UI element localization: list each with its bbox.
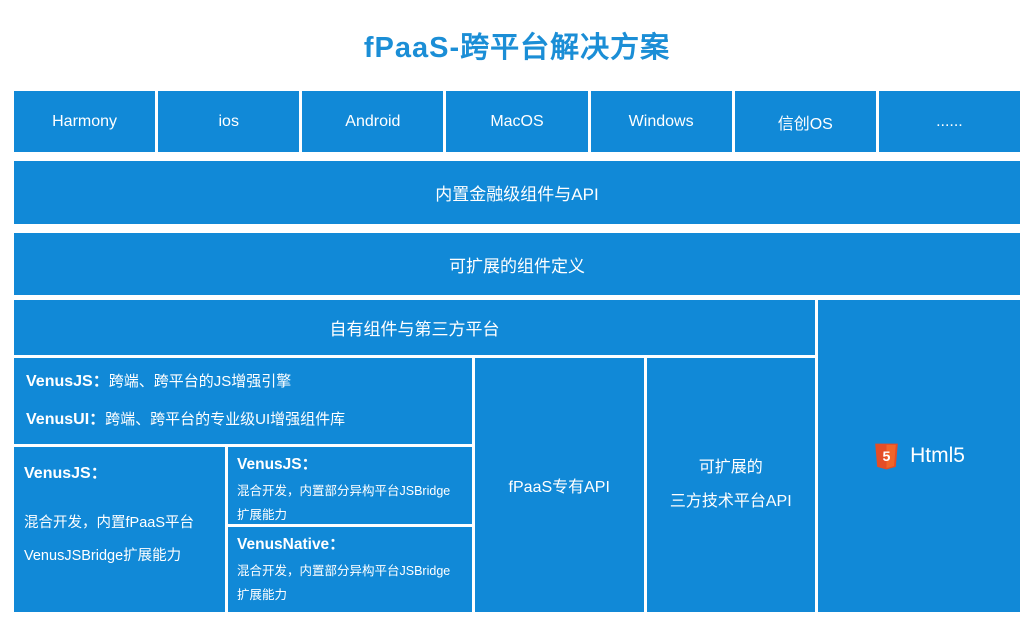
platform-row: Harmony ios Android MacOS Windows 信创OS .… <box>14 91 1020 152</box>
venus-engine-box: VenusJS：跨端、跨平台的JS增强引擎 VenusUI：跨端、跨平台的专业级… <box>14 358 472 444</box>
html5-icon: 5 <box>873 441 900 472</box>
venus-fpaas-box: VenusJS： 混合开发，内置fPaaS平台 VenusJSBridge扩展能… <box>14 447 225 612</box>
own-components-bar: 自有组件与第三方平台 <box>14 300 815 355</box>
platform-macos: MacOS <box>446 91 588 152</box>
page-title: fPaaS-跨平台解决方案 <box>363 32 671 64</box>
venus-fpaas-desc-line2: VenusJSBridge扩展能力 <box>24 548 182 564</box>
third-party-api-line2: 三方技术平台API <box>669 493 792 510</box>
platform-xinchuang-os: 信创OS <box>734 91 876 152</box>
venus-fpaas-desc: 混合开发，内置fPaaS平台 VenusJSBridge扩展能力 <box>24 507 215 573</box>
venus-js-bridge-desc: 混合开发，内置部分异构平台JSBridge 扩展能力 <box>237 479 463 524</box>
left-stack: 自有组件与第三方平台 VenusJS：跨端、跨平台的JS增强引擎 VenusUI… <box>14 300 815 612</box>
platform-others: ...... <box>878 91 1020 152</box>
platform-harmony: Harmony <box>14 91 156 152</box>
venus-native-bridge-desc: 混合开发，内置部分异构平台JSBridge 扩展能力 <box>237 559 463 607</box>
platform-android: Android <box>302 91 444 152</box>
venus-js-engine-line: VenusJS：跨端、跨平台的JS增强引擎 <box>26 363 460 401</box>
venus-js-bridge-box: VenusJS： 混合开发，内置部分异构平台JSBridge 扩展能力 <box>228 447 472 524</box>
fpaas-api-box: fPaaS专有API <box>475 358 644 612</box>
venus-js-desc: 跨端、跨平台的JS增强引擎 <box>108 373 292 390</box>
venus-js-bridge-desc-line2: 扩展能力 <box>237 508 288 522</box>
builtin-financial-api-bar: 内置金融级组件与API <box>14 161 1020 224</box>
venus-bottom-row: VenusJS： 混合开发，内置fPaaS平台 VenusJSBridge扩展能… <box>14 447 472 612</box>
venus-js-bridge-desc-line1: 混合开发，内置部分异构平台JSBridge <box>237 484 451 498</box>
venus-ui-desc: 跨端、跨平台的专业级UI增强组件库 <box>105 411 346 428</box>
bridge-column: VenusJS： 混合开发，内置部分异构平台JSBridge 扩展能力 Venu… <box>228 447 472 612</box>
venus-ui-label: VenusUI： <box>26 411 106 428</box>
html5-label: Html5 <box>910 444 965 467</box>
venus-fpaas-label: VenusJS： <box>24 465 107 482</box>
left-bottom-row: VenusJS：跨端、跨平台的JS增强引擎 VenusUI：跨端、跨平台的专业级… <box>14 358 815 612</box>
third-party-api-box: 可扩展的 三方技术平台API <box>646 358 815 612</box>
platform-windows: Windows <box>590 91 732 152</box>
venus-fpaas-desc-line1: 混合开发，内置fPaaS平台 <box>24 515 194 531</box>
venus-native-bridge-desc-line2: 扩展能力 <box>237 588 288 602</box>
html5-box: 5 Html5 <box>818 300 1020 612</box>
third-party-api-line1: 可扩展的 <box>698 459 763 476</box>
venus-ui-line: VenusUI：跨端、跨平台的专业级UI增强组件库 <box>26 401 460 439</box>
venus-column: VenusJS：跨端、跨平台的JS增强引擎 VenusUI：跨端、跨平台的专业级… <box>14 358 472 612</box>
extensible-component-definition-bar: 可扩展的组件定义 <box>14 233 1020 295</box>
venus-js-label: VenusJS： <box>26 373 109 390</box>
venus-native-bridge-box: VenusNative： 混合开发，内置部分异构平台JSBridge 扩展能力 <box>228 527 472 612</box>
venus-native-bridge-label: VenusNative： <box>237 536 345 553</box>
main-section: 自有组件与第三方平台 VenusJS：跨端、跨平台的JS增强引擎 VenusUI… <box>14 300 1020 612</box>
svg-text:5: 5 <box>883 449 891 465</box>
venus-js-bridge-label: VenusJS： <box>237 456 318 473</box>
platform-ios: ios <box>158 91 300 152</box>
venus-native-bridge-desc-line1: 混合开发，内置部分异构平台JSBridge <box>237 564 451 578</box>
